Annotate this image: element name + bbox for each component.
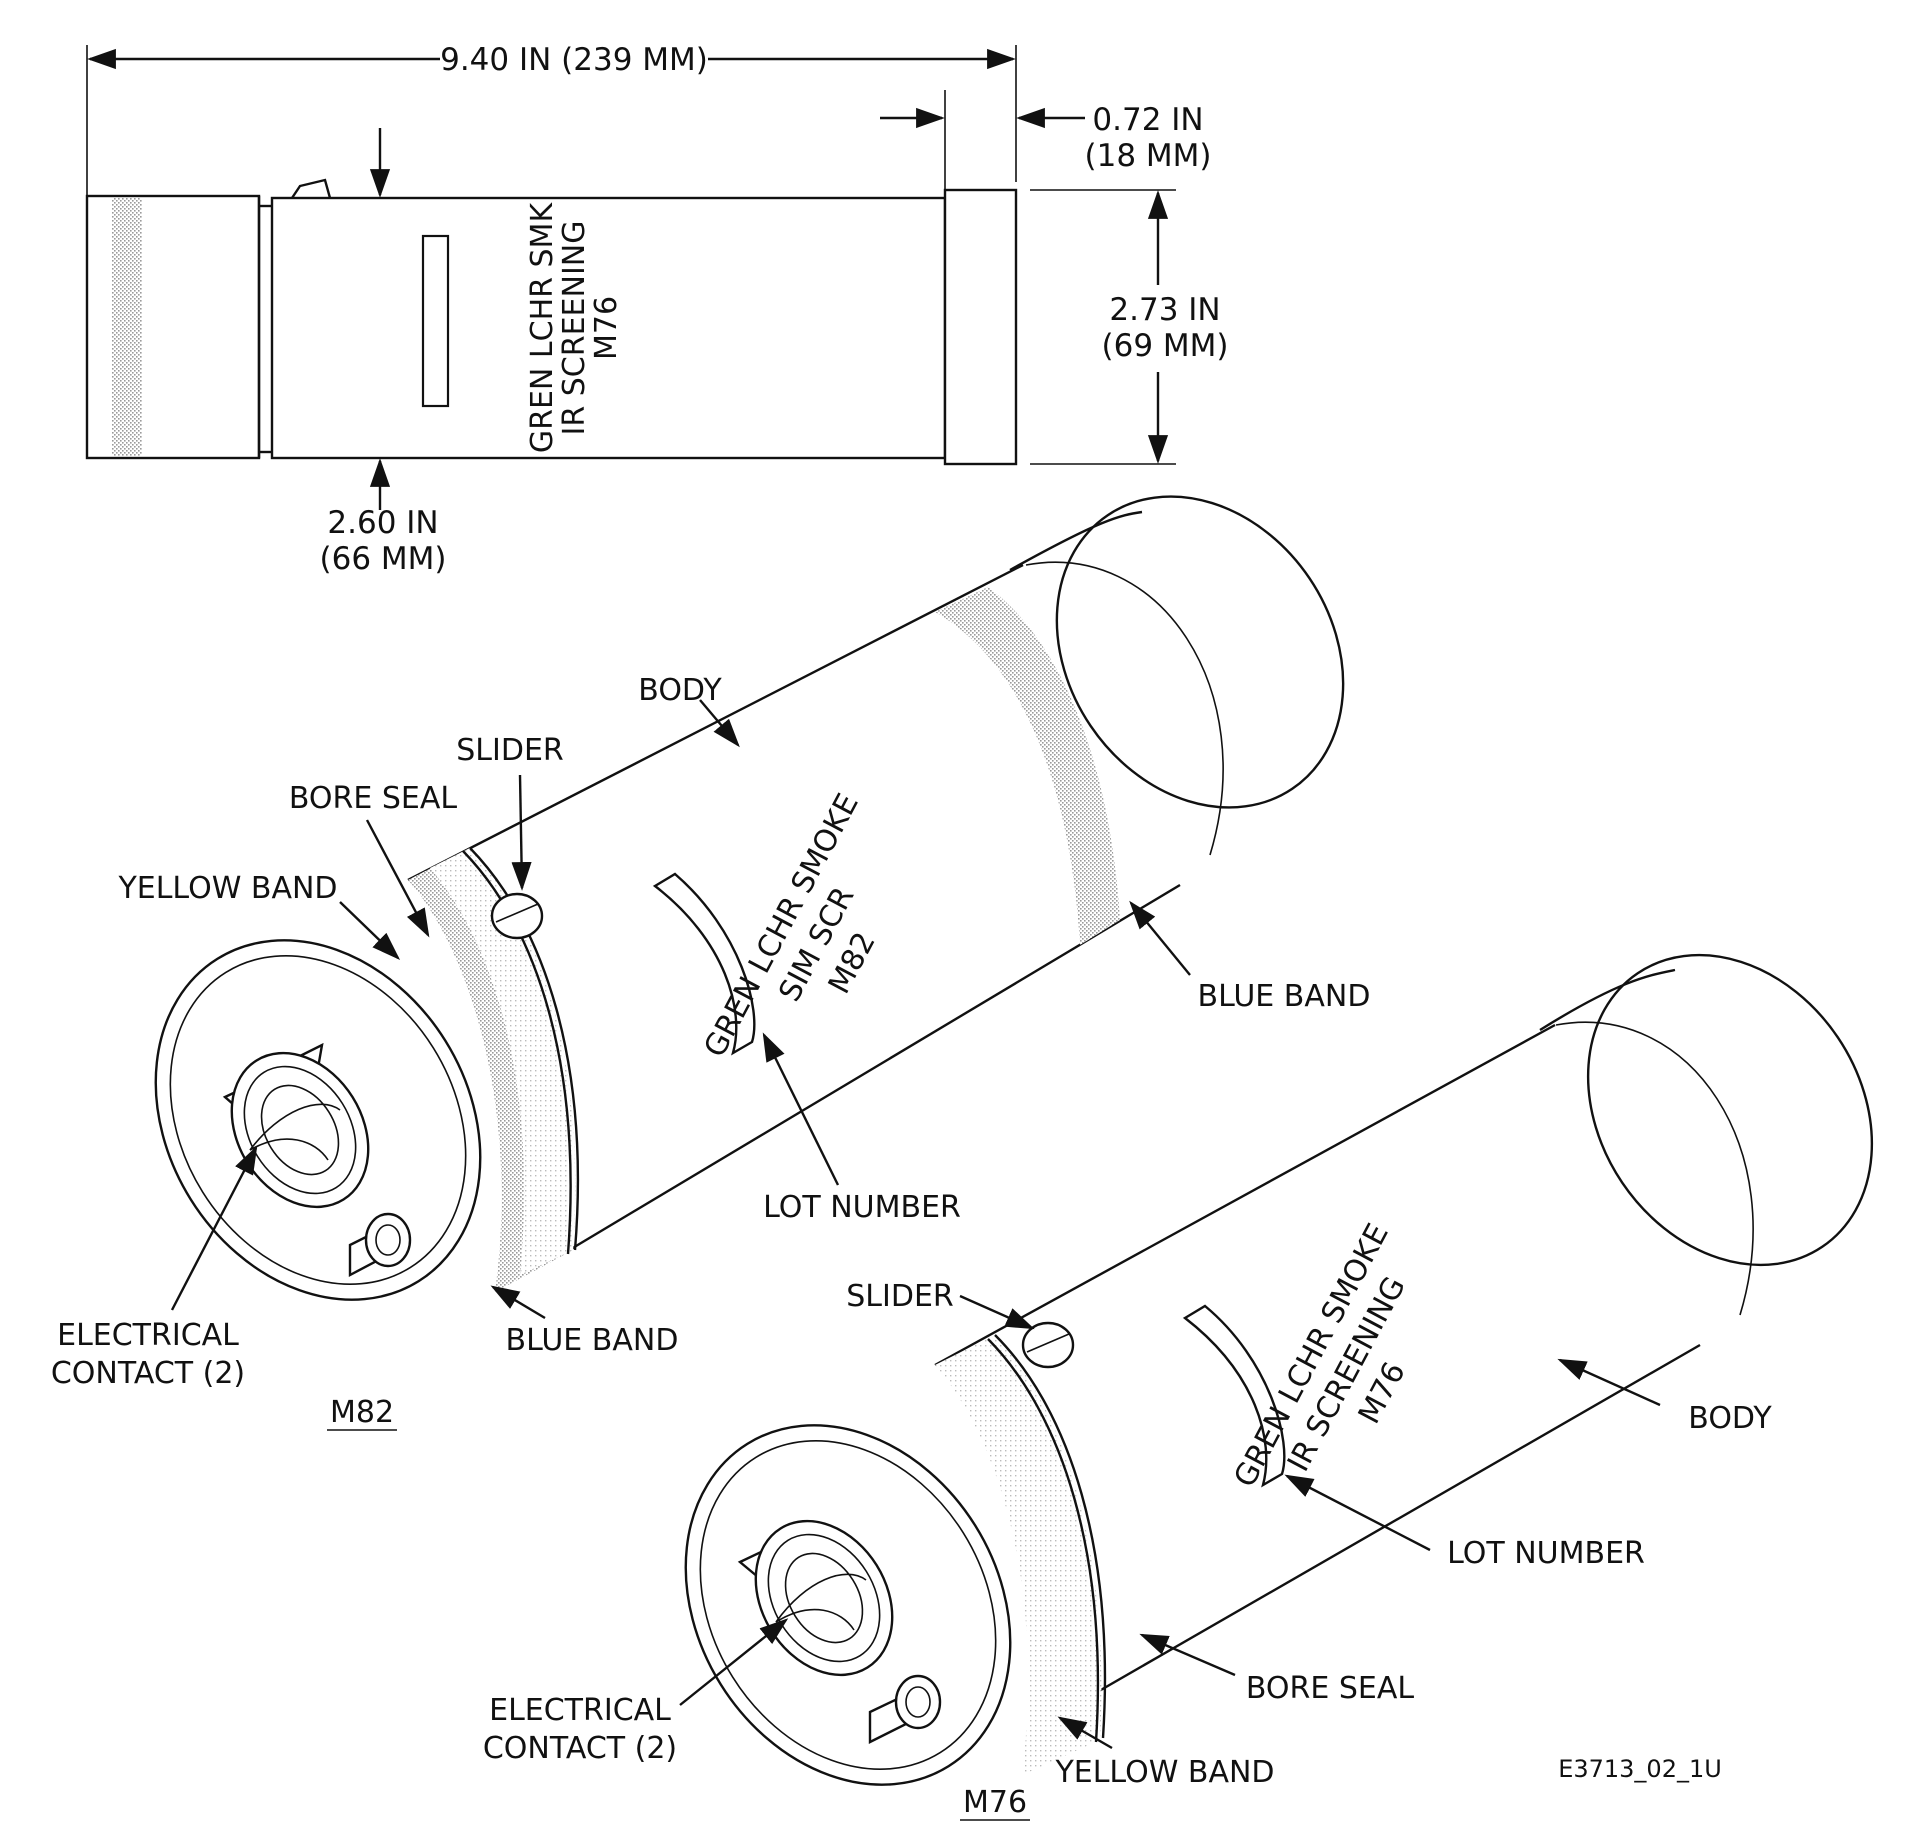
side-view: 9.40 IN (239 MM) 0.72 IN (18 MM) 2.73 IN… <box>85 42 1229 577</box>
m76-bore-seal-leader <box>1139 1633 1236 1677</box>
m82-blue-band-rear <box>935 587 1120 945</box>
m82-yellow-band-label: YELLOW BAND <box>117 871 337 906</box>
m82-bore-seal-line-a <box>469 847 580 1251</box>
m76-rear-cap-seam <box>1555 1021 1754 1316</box>
m82-lot-number-label: LOT NUMBER <box>763 1190 961 1225</box>
m76-front-face-rim <box>699 1439 997 1771</box>
m82-bore-seal-label: BORE SEAL <box>289 781 458 816</box>
m82-yellow-band-leader <box>339 901 401 961</box>
m82-body-top-edge <box>407 563 1024 882</box>
m76-bore-seal-line-b <box>987 1338 1100 1743</box>
cap-diameter-mm: (69 MM) <box>1102 328 1229 364</box>
m76-bore-seal-label: BORE SEAL <box>1246 1671 1415 1706</box>
body-diameter-in: 2.60 IN <box>327 505 438 541</box>
m82-slider-knob <box>490 892 544 940</box>
m76-slider-knob <box>1021 1321 1075 1369</box>
m76-contact-label-line2: CONTACT (2) <box>483 1731 677 1766</box>
m76-body-label: BODY <box>1688 1401 1772 1436</box>
m76-lot-number-leader <box>1284 1474 1431 1552</box>
m82-vent-hole-inner <box>375 1224 401 1256</box>
m82-vent-hole-outer <box>364 1212 412 1268</box>
m82-contact-center <box>260 1084 340 1176</box>
m76-contact-label-line1: ELECTRICAL <box>489 1693 671 1728</box>
m76-body-bottom-edge <box>1039 1343 1701 1727</box>
m82-bore-seal-leader <box>365 819 430 938</box>
m82-body-label: BODY <box>638 673 722 708</box>
m82-slider-label: SLIDER <box>456 733 564 768</box>
m82-yellow-band <box>430 848 576 1275</box>
m76-yellow-band <box>935 1335 1102 1775</box>
cap-length-mm: (18 MM) <box>1085 138 1212 174</box>
m82-contact-wire-a <box>249 1103 341 1151</box>
m76-contact-center <box>784 1552 864 1644</box>
m82-body-leader <box>699 699 740 748</box>
m76-yellow-band-leader <box>1057 1716 1113 1750</box>
m76-slider-label: SLIDER <box>846 1279 954 1314</box>
m82-slider-slot <box>495 903 539 923</box>
m76-body-leader <box>1557 1358 1661 1407</box>
m82-bore-seal-line-b <box>462 850 572 1255</box>
m82-contact-leader <box>170 1145 258 1311</box>
m76-vent-hole-outer <box>894 1674 942 1730</box>
m82-rear-cap-face <box>1055 495 1345 809</box>
m82-contact-label-line2: CONTACT (2) <box>51 1356 245 1391</box>
m76-grenade: GREN LCHR SMOKE IR SCREENING M76 SLIDER … <box>483 953 1874 1821</box>
m82-rear-cap-seam <box>1025 561 1224 856</box>
side-stamping: GREN LCHR SMK IR SCREENING M76 <box>525 202 624 454</box>
m76-lot-window <box>1182 1304 1286 1488</box>
m82-contact-wire-b <box>249 1138 329 1161</box>
m76-body-top-edge <box>934 1023 1556 1367</box>
side-front-stipple <box>112 198 142 456</box>
m82-slider-leader <box>511 774 532 891</box>
m82-front-face-rim <box>169 954 467 1286</box>
m82-contact-housing-inner <box>243 1065 357 1195</box>
m76-vent-hole-inner <box>905 1686 931 1718</box>
m76-contact-wire-a <box>775 1573 867 1623</box>
side-lot-window <box>421 234 450 408</box>
m82-body-bottom-edge <box>565 883 1181 1254</box>
side-stamp-line1: GREN LCHR SMK <box>525 202 560 454</box>
m82-blue-band-rear-label: BLUE BAND <box>1198 979 1371 1014</box>
m76-slider-slot <box>1026 1333 1070 1353</box>
m82-lot-number-leader <box>762 1032 840 1186</box>
m82-stamping: GREN LCHR SMOKE SIM SCR M82 <box>697 788 882 1063</box>
m76-rear-cap-face <box>1586 953 1874 1267</box>
m82-contact-label-line1: ELECTRICAL <box>57 1318 239 1353</box>
m82-caption: M82 <box>330 1395 394 1430</box>
m82-grenade: GREN LCHR SMOKE SIM SCR M82 BODY SLIDER … <box>51 495 1371 1431</box>
overall-length-label: 9.40 IN (239 MM) <box>440 42 708 78</box>
cap-length-in: 0.72 IN <box>1092 102 1203 138</box>
m82-blue-band-front-leader <box>490 1285 546 1320</box>
m76-stamping: GREN LCHR SMOKE IR SCREENING M76 <box>1227 1218 1412 1493</box>
m76-caption: M76 <box>963 1785 1027 1820</box>
m76-slider-leader <box>959 1294 1035 1330</box>
m76-rear-cap-rim <box>1539 968 1676 1032</box>
m82-rear-cap-rim <box>1009 510 1143 572</box>
m82-blue-band-rear-leader <box>1129 900 1191 976</box>
m82-lot-window <box>652 872 756 1056</box>
m76-lot-number-label: LOT NUMBER <box>1447 1536 1645 1571</box>
cap-diameter-in: 2.73 IN <box>1109 292 1220 328</box>
m82-blue-band-front-label: BLUE BAND <box>506 1323 679 1358</box>
side-stamp-line3: M76 <box>589 296 624 360</box>
m76-bore-seal-line-a <box>994 1334 1107 1739</box>
m76-contact-wire-b <box>775 1608 855 1631</box>
body-diameter-mm: (66 MM) <box>320 541 447 577</box>
figure-id: E3713_02_1U <box>1558 1755 1722 1783</box>
side-slider-bump <box>291 178 332 199</box>
m76-yellow-band-label: YELLOW BAND <box>1054 1755 1274 1790</box>
m76-contact-leader <box>679 1618 789 1706</box>
side-rear-cap <box>943 188 1018 466</box>
side-stamp-line2: IR SCREENING <box>557 221 592 436</box>
